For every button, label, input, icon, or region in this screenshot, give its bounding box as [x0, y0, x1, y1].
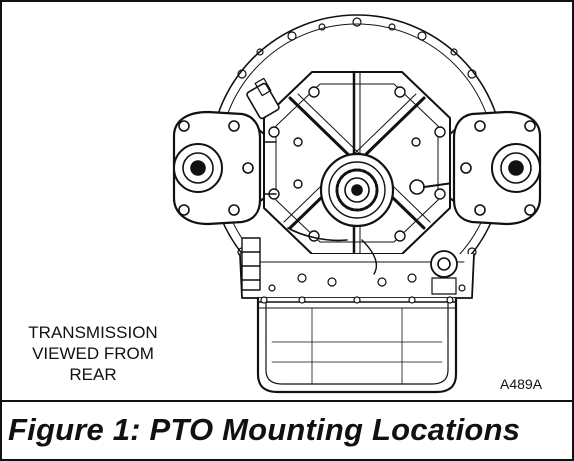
right-pto-unit	[449, 110, 542, 226]
transmission-rear-view-illustration	[172, 14, 542, 394]
transmission-drawing: TRANSMISSION VIEWED FROM REAR A489A	[2, 2, 572, 400]
view-label-line-3: REAR	[69, 365, 117, 384]
caption-row: Figure 1: PTO Mounting Locations	[2, 400, 572, 461]
oil-pan	[256, 296, 458, 394]
figure-caption: Figure 1: PTO Mounting Locations	[8, 412, 521, 447]
drawing-code: A489A	[500, 376, 543, 392]
view-label-line-1: TRANSMISSION	[28, 323, 158, 342]
view-label: TRANSMISSION VIEWED FROM REAR	[18, 322, 168, 385]
left-pto-unit	[172, 110, 277, 226]
view-label-line-2: VIEWED FROM	[32, 344, 154, 363]
